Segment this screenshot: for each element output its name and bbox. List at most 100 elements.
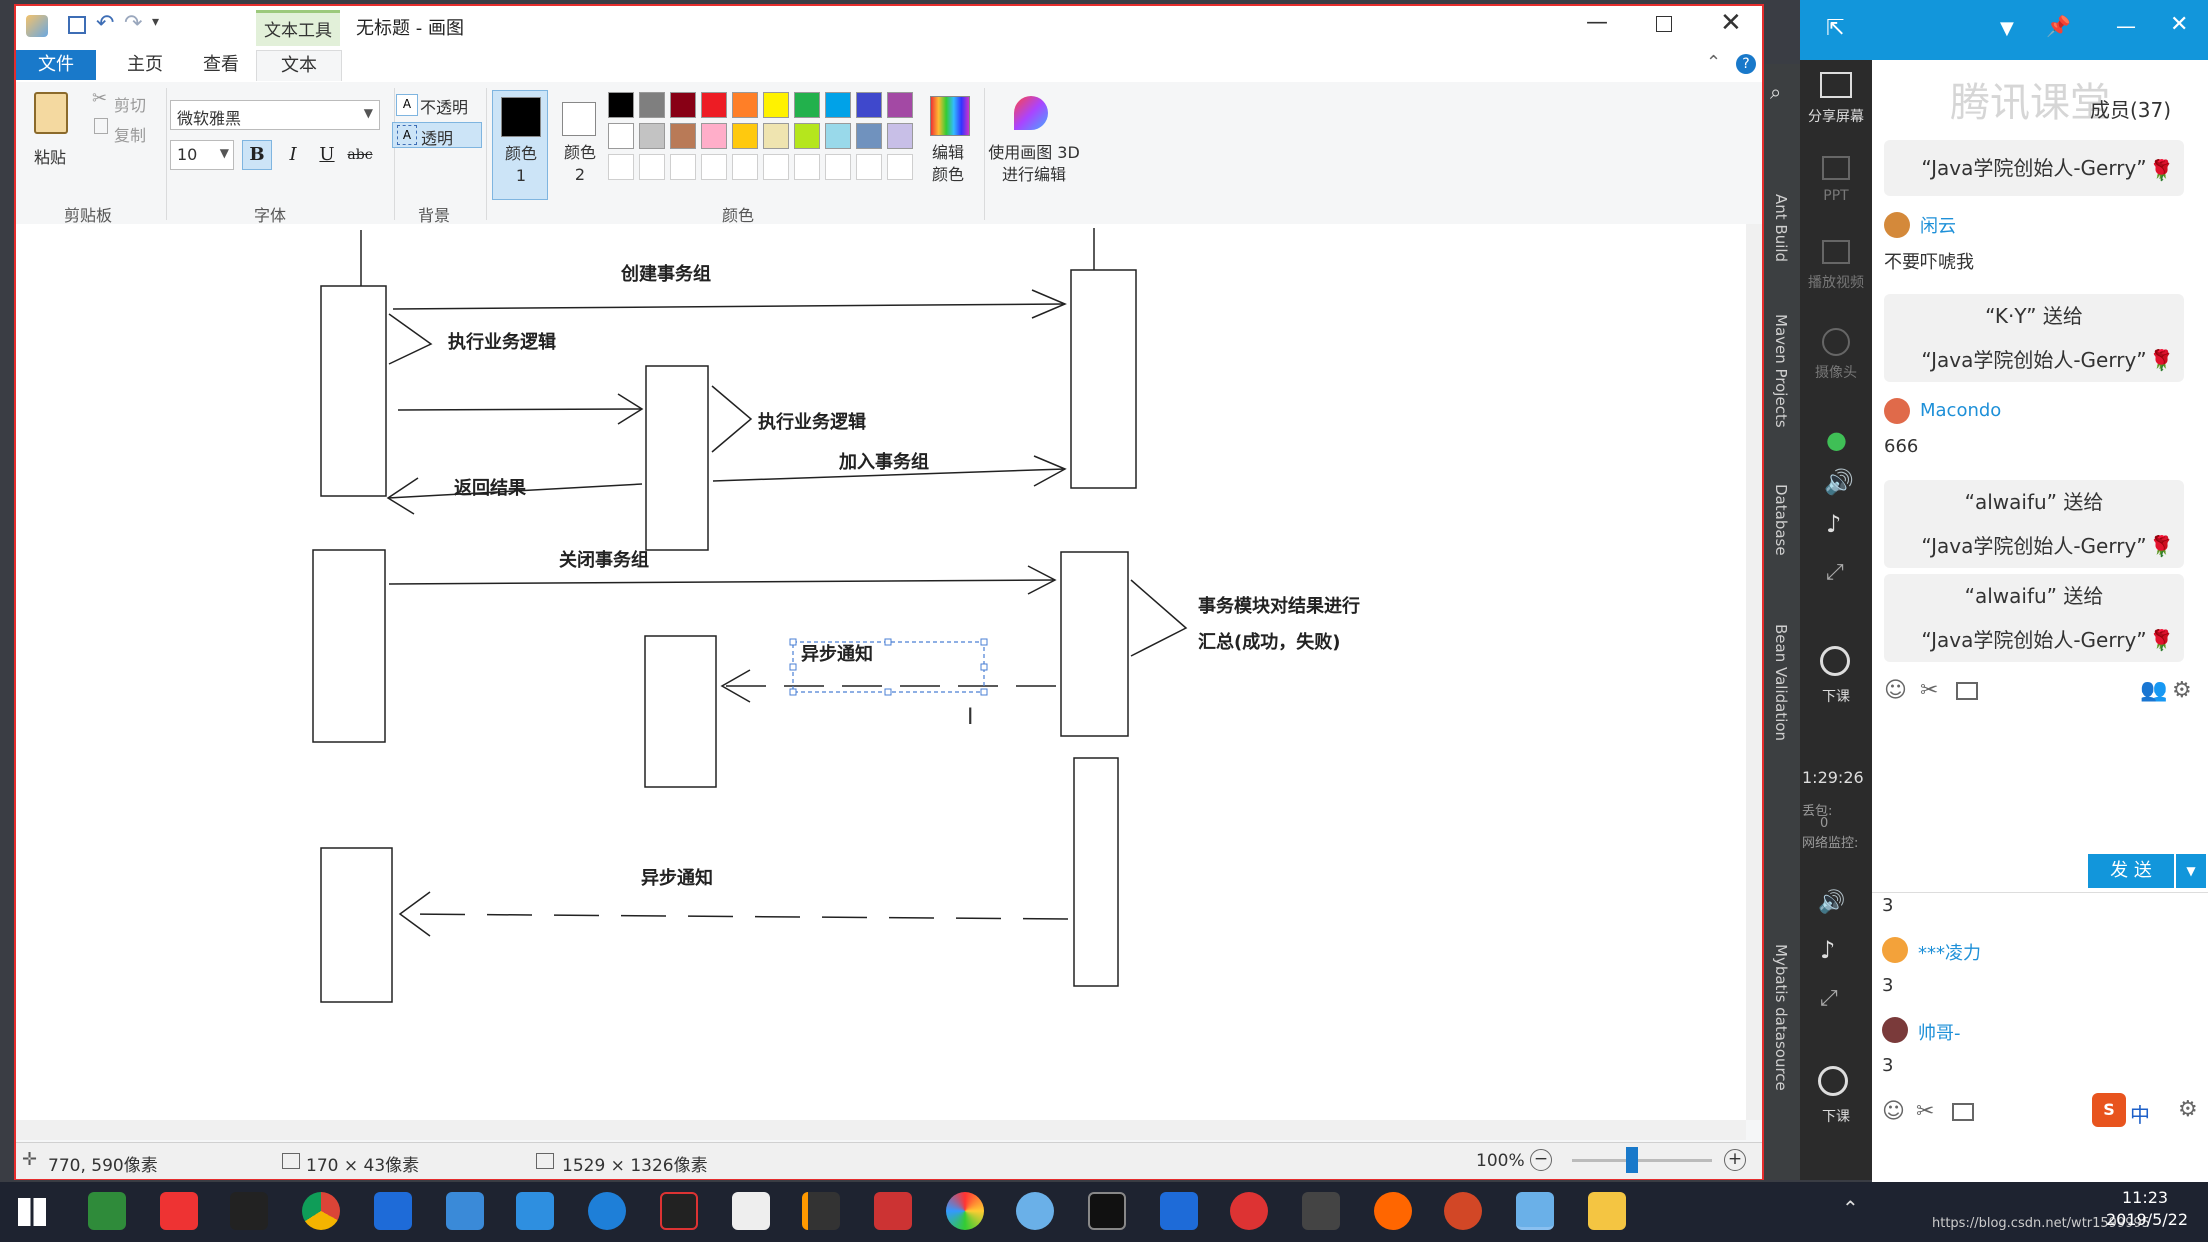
horizontal-scrollbar[interactable] <box>16 1120 1746 1140</box>
h-app-icon[interactable] <box>1230 1192 1268 1230</box>
teamviewer-icon[interactable] <box>374 1192 412 1230</box>
ide-tab-maven[interactable]: Maven Projects <box>1772 314 1790 428</box>
sublime-icon[interactable] <box>802 1192 840 1230</box>
tray-up-icon[interactable]: ⌃ <box>1842 1196 1859 1220</box>
cut-button[interactable]: 剪切 <box>114 96 147 115</box>
clipboard-icon[interactable] <box>34 92 68 134</box>
share-out-icon[interactable]: ⇱ <box>1826 16 1845 41</box>
zoom-slider[interactable] <box>1572 1159 1712 1162</box>
tab-home[interactable]: 主页 <box>127 54 163 75</box>
file-explorer-icon[interactable] <box>1588 1192 1626 1230</box>
emoji-icon[interactable]: ☺ <box>1882 1099 1905 1124</box>
panel-minimize-icon[interactable]: — <box>2116 14 2136 38</box>
end-class-label[interactable]: 下课 <box>1822 689 1850 705</box>
transparent-option[interactable]: A 透明 <box>392 122 482 148</box>
ide-tab-ant-build[interactable]: Ant Build <box>1772 194 1790 263</box>
strikethrough-button[interactable]: abc <box>347 147 373 163</box>
scissors-icon[interactable]: ✂ <box>92 88 108 109</box>
palette-swatch[interactable] <box>639 92 665 118</box>
typora-icon[interactable] <box>732 1192 770 1230</box>
palette-swatch[interactable] <box>794 154 820 180</box>
camera-icon[interactable] <box>1822 328 1850 356</box>
quick-access-dropdown-icon[interactable]: ▾ <box>152 14 160 30</box>
microphone-icon[interactable]: ● <box>1826 426 1847 454</box>
palette-swatch[interactable] <box>639 123 665 149</box>
chrome-icon[interactable] <box>302 1192 340 1230</box>
tab-text[interactable]: 文本 <box>256 50 342 81</box>
zoom-in-icon[interactable]: + <box>1724 1149 1746 1171</box>
collapse-ribbon-icon[interactable]: ⌃ <box>1706 52 1722 73</box>
ppt-icon[interactable] <box>1822 156 1850 180</box>
palette-swatch[interactable] <box>608 123 634 149</box>
palette-swatch[interactable] <box>608 154 634 180</box>
palette-swatch[interactable] <box>732 154 758 180</box>
image-icon[interactable] <box>1956 682 1978 700</box>
app-blue-icon[interactable] <box>516 1192 554 1230</box>
palette-swatch[interactable] <box>887 123 913 149</box>
maximize-button[interactable] <box>1656 16 1672 32</box>
palette-swatch[interactable] <box>794 123 820 149</box>
speaker-icon-2[interactable]: 🔊 <box>1818 890 1846 915</box>
undo-icon[interactable]: ↶ <box>96 11 115 36</box>
palette-swatch[interactable] <box>670 123 696 149</box>
colorful-app-icon[interactable] <box>946 1192 984 1230</box>
speaker-icon[interactable]: 🔊 <box>1824 468 1854 496</box>
powerpoint-icon[interactable] <box>1444 1192 1482 1230</box>
palette-swatch[interactable] <box>825 123 851 149</box>
palette-swatch[interactable] <box>825 92 851 118</box>
send-button[interactable]: 发 送 <box>2088 854 2174 888</box>
close-button[interactable]: ✕ <box>1720 8 1742 38</box>
music-icon-2[interactable]: ♪ <box>1820 936 1836 964</box>
palette-swatch[interactable] <box>639 154 665 180</box>
user-settings-icon[interactable]: 👥 <box>2140 678 2168 703</box>
zoom-slider-thumb[interactable] <box>1626 1147 1638 1173</box>
search-icon[interactable]: ⌕ <box>1770 80 1782 104</box>
palette-swatch[interactable] <box>825 154 851 180</box>
underline-button[interactable]: U <box>319 144 335 165</box>
terminal-icon[interactable] <box>1088 1192 1126 1230</box>
members-tab[interactable]: 成员(37) <box>2090 98 2172 122</box>
gear-icon[interactable]: ⚙ <box>2178 1097 2198 1122</box>
paste-button[interactable]: 粘贴 <box>34 148 67 167</box>
color2-button[interactable]: 颜色 2 <box>554 90 610 200</box>
image-icon[interactable] <box>1952 1103 1974 1121</box>
feather-app-icon[interactable] <box>1374 1192 1412 1230</box>
copy-button[interactable]: 复制 <box>114 126 147 145</box>
ime-mode-label[interactable]: 中 <box>2130 1103 2150 1127</box>
emoji-icon[interactable]: ☺ <box>1884 678 1907 703</box>
font-size-select[interactable]: 10 ▼ <box>170 140 234 170</box>
screen-app-icon[interactable] <box>1302 1192 1340 1230</box>
redo-icon[interactable]: ↷ <box>124 11 143 36</box>
font-name-select[interactable]: 微软雅黑 ▼ <box>170 100 380 130</box>
flower-app-icon[interactable] <box>1016 1192 1054 1230</box>
sogou-ime-icon[interactable]: S <box>2092 1093 2126 1127</box>
palette-swatch[interactable] <box>670 92 696 118</box>
palette-swatch[interactable] <box>856 92 882 118</box>
windows-start-icon[interactable] <box>18 1198 46 1226</box>
palette-swatch[interactable] <box>856 154 882 180</box>
color1-button[interactable]: 颜色 1 <box>492 90 548 200</box>
paint-app-icon[interactable] <box>26 15 48 37</box>
paint-taskbar-icon[interactable] <box>1516 1192 1554 1230</box>
send-options-icon[interactable]: ▼ <box>2176 854 2206 888</box>
vertical-scrollbar[interactable] <box>1746 224 1762 1120</box>
window-app-icon[interactable] <box>1160 1192 1198 1230</box>
palette-swatch[interactable] <box>856 123 882 149</box>
screenshot-icon[interactable]: ✂ <box>1916 1099 1935 1124</box>
palette-swatch[interactable] <box>732 92 758 118</box>
palette-swatch[interactable] <box>887 154 913 180</box>
bold-button[interactable]: B <box>242 140 272 170</box>
paint3d-button[interactable]: 使用画图 3D 进行编辑 <box>988 90 1080 200</box>
ide-tab-database[interactable]: Database <box>1772 484 1790 556</box>
share-screen-icon[interactable] <box>1820 72 1852 98</box>
fullscreen-icon-2[interactable]: ⤢ <box>1820 986 1838 1011</box>
palette-swatch[interactable] <box>701 92 727 118</box>
dropdown-icon[interactable]: ▼ <box>2000 18 2014 39</box>
panel-close-icon[interactable]: ✕ <box>2170 12 2189 37</box>
shield-icon[interactable] <box>88 1192 126 1230</box>
palette-swatch[interactable] <box>701 123 727 149</box>
fullscreen-icon[interactable]: ⤢ <box>1826 560 1844 585</box>
tab-file[interactable]: 文件 <box>16 50 96 80</box>
ide-tab-bean-validation[interactable]: Bean Validation <box>1772 624 1790 742</box>
palette-swatch[interactable] <box>763 92 789 118</box>
